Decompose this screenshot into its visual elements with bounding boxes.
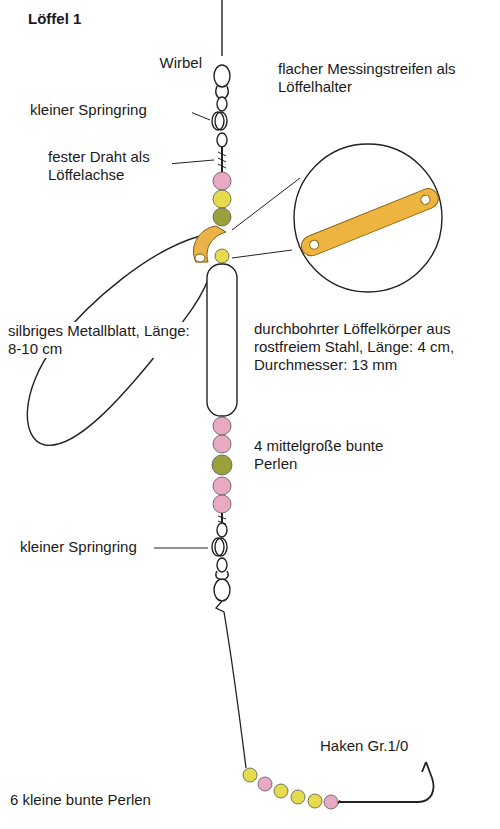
leader-wire bbox=[216, 601, 246, 768]
part-label: kleiner Springring bbox=[28, 101, 192, 119]
split-ring bbox=[215, 112, 227, 130]
part-label: Wirbel bbox=[100, 54, 204, 72]
hook bbox=[338, 762, 433, 802]
part-label: kleiner Springring bbox=[18, 538, 154, 556]
split-ring bbox=[212, 538, 224, 556]
diagram-title: Löffel 1 bbox=[28, 10, 81, 27]
swivel bbox=[214, 65, 230, 87]
part-label: fester Draht als Löffelachse bbox=[46, 148, 172, 184]
swivel-eye bbox=[217, 97, 227, 111]
leader-line bbox=[232, 178, 300, 230]
detail-circle bbox=[294, 144, 442, 292]
part-label: durchbohrter Löffelkörper aus rostfreiem… bbox=[252, 320, 492, 374]
leader-line bbox=[150, 548, 208, 549]
part-label: silbriges Metallblatt, Länge: 8-10 cm bbox=[6, 322, 196, 358]
leader-line bbox=[232, 250, 292, 258]
part-label: flacher Messingstreifen als Löffelhalter bbox=[276, 60, 470, 96]
spoon-body bbox=[207, 264, 237, 416]
brass-strip bbox=[298, 186, 441, 259]
wire bbox=[221, 0, 222, 56]
leader-line bbox=[168, 160, 214, 164]
split-ring bbox=[212, 112, 224, 130]
part-label: 6 kleine bunte Perlen bbox=[8, 791, 212, 809]
wire-wrap bbox=[218, 152, 226, 168]
part-label: Haken Gr.1/0 bbox=[318, 737, 462, 755]
wire-eye bbox=[217, 133, 227, 147]
swivel bbox=[214, 579, 230, 601]
part-label: 4 mittelgroße bunte Perlen bbox=[252, 437, 406, 473]
